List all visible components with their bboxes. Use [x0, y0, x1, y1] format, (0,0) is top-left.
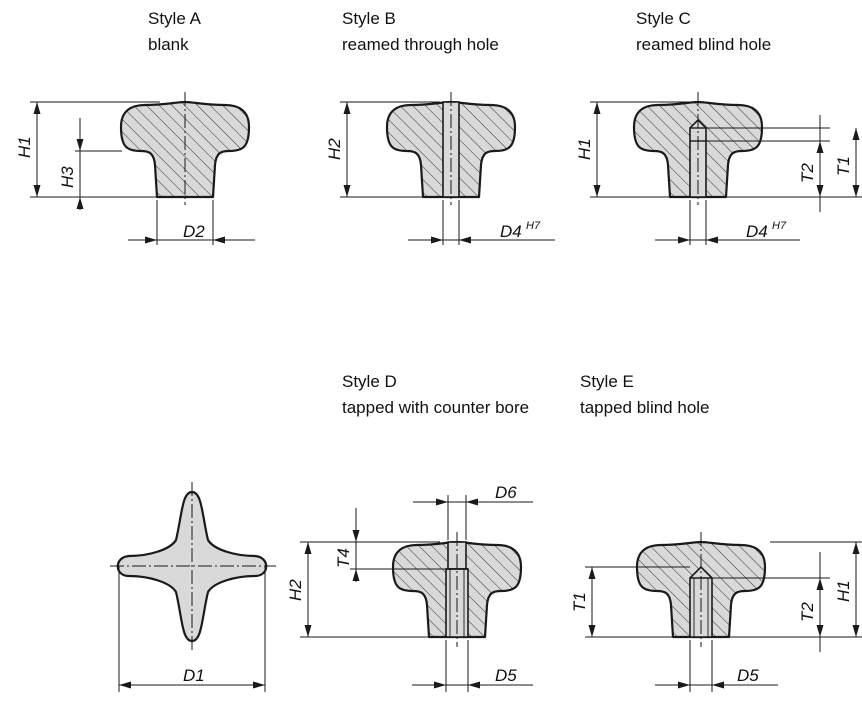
caption-style-a: Style A blank	[148, 9, 202, 54]
dim-t4-d: T4	[334, 548, 353, 568]
dim-d4-tol-b: H7	[526, 220, 541, 232]
caption-style-e-desc: tapped blind hole	[580, 398, 710, 417]
dim-d4-b: D4	[500, 222, 522, 241]
knob-style-a: H1 H3 D2	[15, 92, 255, 245]
caption-style-b-title: Style B	[342, 9, 396, 28]
knob-style-b: H2 D4 H7	[325, 92, 555, 245]
dim-t2-e: T2	[798, 602, 817, 622]
dim-d4-tol-c: H7	[772, 220, 787, 232]
dim-d6-d: D6	[495, 483, 517, 502]
dim-t1-e: T1	[570, 592, 589, 612]
caption-style-e: Style E tapped blind hole	[580, 372, 710, 417]
caption-style-d: Style D tapped with counter bore	[342, 372, 529, 417]
caption-style-a-desc: blank	[148, 35, 189, 54]
caption-style-d-desc: tapped with counter bore	[342, 398, 529, 417]
caption-style-d-title: Style D	[342, 372, 397, 391]
caption-style-e-title: Style E	[580, 372, 634, 391]
dim-h2-b: H2	[325, 138, 344, 160]
dim-t1-c: T1	[834, 156, 853, 176]
dim-h1-a: H1	[15, 136, 34, 158]
knob-top-view: D1	[110, 482, 276, 692]
caption-style-c: Style C reamed blind hole	[636, 9, 771, 54]
dim-h1-c: H1	[575, 138, 594, 160]
caption-style-b-desc: reamed through hole	[342, 35, 499, 54]
caption-style-c-desc: reamed blind hole	[636, 35, 771, 54]
dim-d4-c: D4	[746, 222, 768, 241]
caption-style-b: Style B reamed through hole	[342, 9, 499, 54]
dim-d1: D1	[183, 666, 205, 685]
dim-d2-a: D2	[183, 222, 205, 241]
dim-h2-d: H2	[286, 579, 305, 601]
dim-d5-d: D5	[495, 666, 517, 685]
caption-style-c-title: Style C	[636, 9, 691, 28]
knob-style-e: T1 T2 H1 D5	[570, 532, 862, 692]
dim-d5-e: D5	[737, 666, 759, 685]
caption-style-a-title: Style A	[148, 9, 202, 28]
knob-style-d: D6 T4 H2 D5	[286, 483, 533, 692]
dim-h1-e: H1	[834, 580, 853, 602]
dim-h3-a: H3	[58, 166, 77, 188]
knob-style-c: H1 T2 T1 D4 H7	[575, 92, 862, 245]
dim-t2-c: T2	[798, 163, 817, 183]
